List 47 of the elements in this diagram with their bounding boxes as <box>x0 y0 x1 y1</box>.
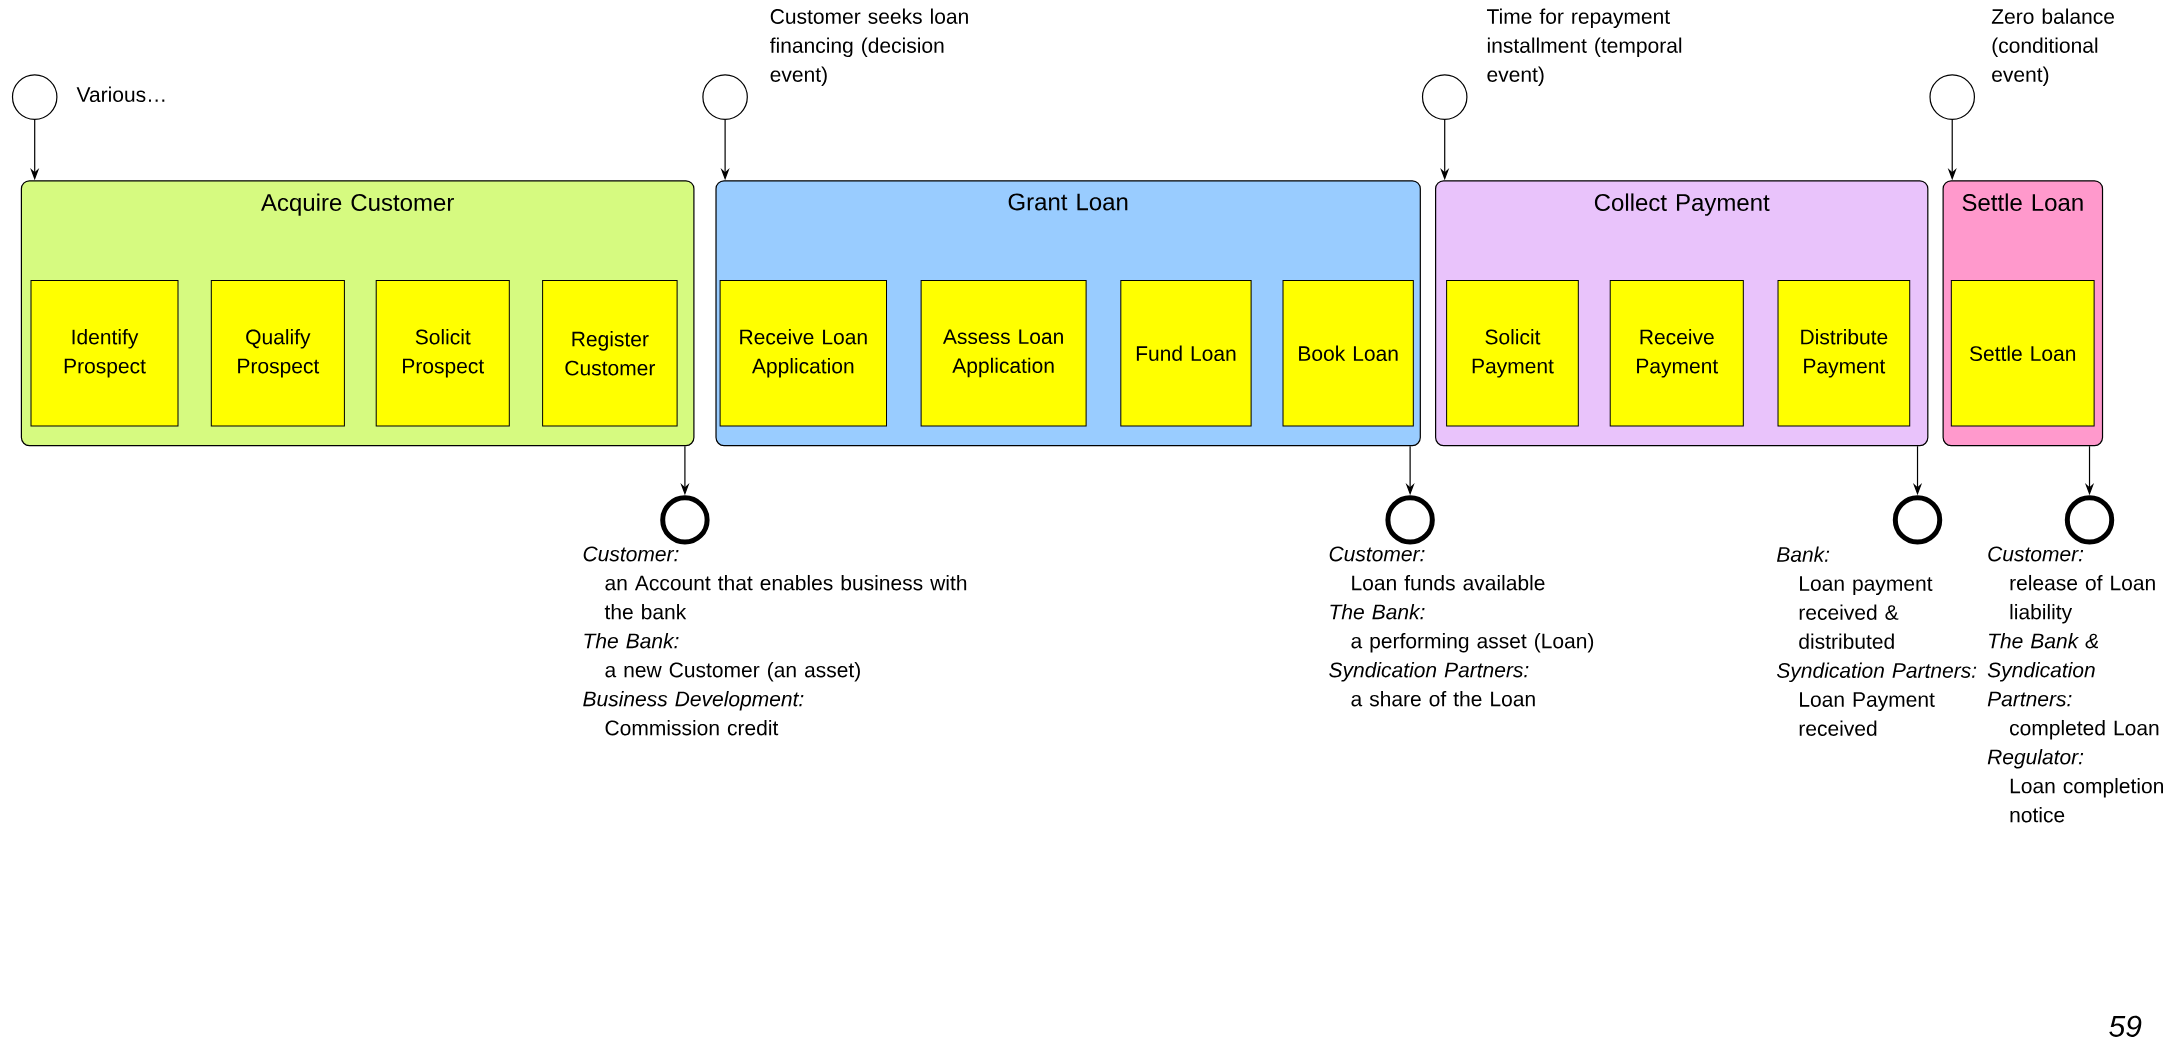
outcome-party: Customer: <box>1329 546 1425 562</box>
event-label: Zero balance (conditional event) <box>1991 8 2114 87</box>
start-event-circle <box>1929 74 1975 120</box>
outcome-party: Customer: <box>1988 546 2084 562</box>
end-event-circle <box>660 495 710 545</box>
activity-box: Assess Loan Application <box>920 280 1087 427</box>
outcome-party: The Bank: <box>584 632 679 649</box>
event-label: Time for repayment installment (temporal event) <box>1487 8 1682 87</box>
outcome-text: a performing asset (Loan) <box>1351 632 1594 653</box>
outcome-party: Syndication Partners: <box>1329 661 1529 682</box>
activity-box: Receive Payment <box>1609 280 1744 427</box>
start-event-circle <box>702 74 748 120</box>
outcome-party: Business Development: <box>583 690 804 711</box>
outcome-text: a share of the Loan <box>1351 690 1535 707</box>
outcome-text: release of Loan liability <box>2010 574 2155 624</box>
outcome-text: Loan Payment received <box>1799 692 1935 736</box>
activity-box: Distribute Payment <box>1777 280 1911 427</box>
activity-box: Book Loan <box>1282 280 1414 427</box>
activity-box: Receive Loan Application <box>719 280 887 427</box>
activity-box: Fund Loan <box>1120 280 1252 427</box>
outcome-party: Syndication Partners: <box>1776 662 1977 683</box>
activity-box: Qualify Prospect <box>210 280 345 427</box>
activity-box: Register Customer <box>542 280 678 427</box>
outcome-text: a new Customer (an asset) <box>605 661 860 682</box>
outcome-party: The Bank: <box>1330 603 1425 620</box>
start-event-circle <box>11 74 58 120</box>
start-event-circle <box>1421 74 1468 120</box>
activity-box: Solicit Prospect <box>375 280 510 427</box>
outcome-text: an Account that enables business with the bank <box>604 574 967 620</box>
outcome-party: Regulator: <box>1987 748 2084 769</box>
end-event-circle <box>1385 495 1435 545</box>
outcome-text: Commission credit <box>605 719 779 736</box>
page-number: 59 <box>2109 1015 2142 1037</box>
outcome-party: Bank: <box>1776 546 1830 562</box>
outcome-text: Loan completion notice <box>2010 777 2163 823</box>
activity-box: Identify Prospect <box>30 280 179 427</box>
activity-box: Settle Loan <box>1950 280 2095 427</box>
end-event-circle <box>2064 495 2115 545</box>
event-label: Customer seeks loan financing (decision event) <box>770 8 968 87</box>
outcome-party: The Bank & Syndication Partners: <box>1987 632 2098 707</box>
event-label: Various… <box>76 86 165 102</box>
outcome-text: Loan funds available <box>1352 574 1545 591</box>
activity-box: Solicit Payment <box>1446 280 1579 427</box>
outcome-text: Loan payment received & distributed <box>1799 576 1933 649</box>
end-event-circle <box>1892 495 1943 545</box>
outcome-text: completed Loan <box>2010 719 2159 740</box>
outcome-party: Customer: <box>583 546 679 562</box>
